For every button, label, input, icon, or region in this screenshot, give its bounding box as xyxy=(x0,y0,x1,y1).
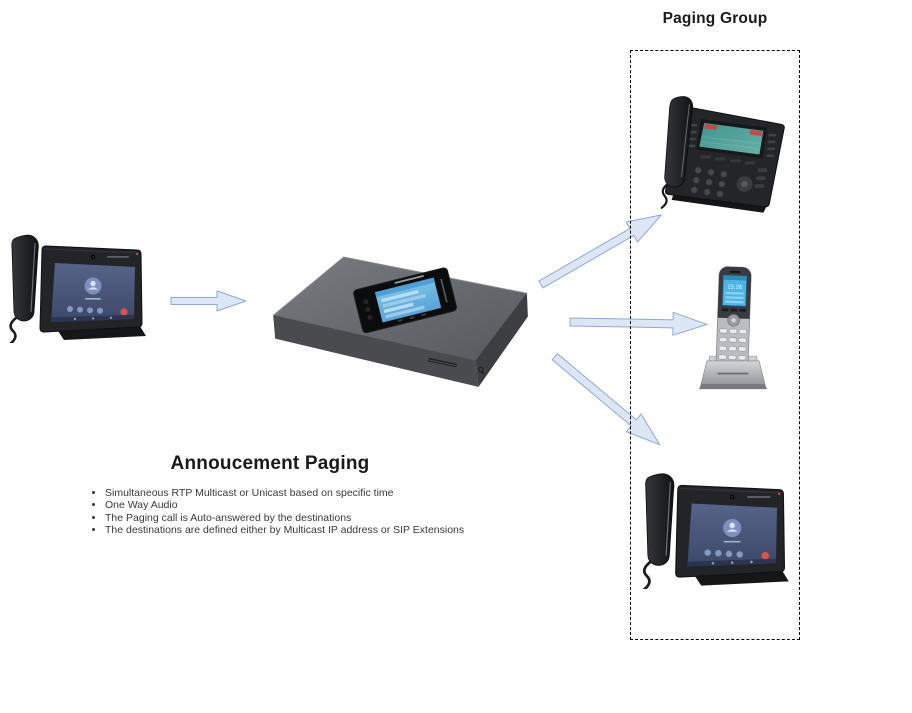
arrow-caller-to-pbx xyxy=(170,290,247,312)
paging-group-box xyxy=(630,50,800,640)
feature-item: The destinations are defined either by M… xyxy=(105,524,525,536)
softkeys xyxy=(700,155,756,165)
cordless-screen-time: 15:26 xyxy=(727,285,743,292)
pbx-appliance-image xyxy=(272,256,528,387)
arrow-pbx-to-cordless xyxy=(569,311,708,336)
group-video-phone-image xyxy=(642,472,791,589)
function-keys xyxy=(754,168,768,189)
feature-item: The Paging call is Auto-answered by the … xyxy=(105,512,525,524)
pbx-port-icon xyxy=(478,366,485,375)
keypad xyxy=(690,166,728,198)
arrow-pbx-to-video-phone xyxy=(551,353,661,446)
feature-item: Simultaneous RTP Multicast or Unicast ba… xyxy=(105,487,525,499)
group-cordless-phone-image: 15:26 xyxy=(699,266,767,390)
feature-list: Simultaneous RTP Multicast or Unicast ba… xyxy=(88,487,525,536)
paging-group-label: Paging Group xyxy=(662,10,768,27)
cordless-handset: 15:26 xyxy=(715,266,752,375)
pbx-sd-slot xyxy=(427,357,458,368)
feature-item: One Way Audio xyxy=(105,499,525,511)
cordless-keypad xyxy=(718,328,748,361)
pbx-touchscreen xyxy=(353,267,457,334)
line-keys xyxy=(687,123,777,158)
group-desk-phone-image xyxy=(660,96,785,213)
diagram-title: Annoucement Paging xyxy=(170,453,370,474)
caller-video-phone-image xyxy=(0,228,150,343)
